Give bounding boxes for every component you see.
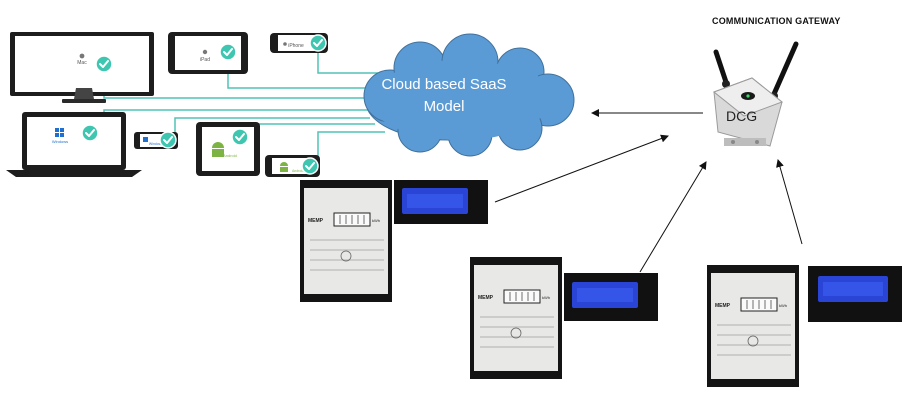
- connector-ipad: [227, 52, 370, 89]
- antenna-right: [771, 41, 799, 97]
- windows-logo-icon: [143, 137, 148, 142]
- arrow-meter1-to-gateway: [494, 134, 669, 203]
- check-icon: [231, 128, 249, 146]
- lcd-display-2: [564, 273, 658, 321]
- meter-unit-label: kWh: [542, 295, 550, 300]
- android-logo-icon: [212, 142, 224, 157]
- connector-android-tablet: [240, 123, 375, 138]
- meter-unit-label: kWh: [372, 218, 380, 223]
- apple-logo-icon: [202, 49, 208, 55]
- windows-phone: Windows: [134, 131, 178, 149]
- antenna-left: [713, 49, 729, 85]
- check-icon: [81, 124, 99, 142]
- android-tablet: Android: [196, 122, 260, 176]
- windows-laptop-label: Windows: [52, 139, 68, 144]
- gateway-label: DCG: [726, 108, 758, 124]
- check-icon: [309, 34, 327, 52]
- data-flow-arrows: [494, 109, 803, 273]
- windows-logo-icon: [55, 128, 64, 137]
- iphone-device: iPhone: [270, 33, 328, 53]
- gateway-title: COMMUNICATION GATEWAY: [712, 16, 841, 26]
- android-logo-icon: [280, 162, 288, 172]
- meter-unit-2: MEMP kWh: [470, 257, 562, 379]
- iphone-label: iPhone: [288, 43, 304, 49]
- check-icon: [95, 55, 113, 73]
- android-phone-label: Android: [292, 169, 304, 173]
- cloud-label-line2: Model: [423, 98, 465, 115]
- ipad-label: iPad: [200, 57, 210, 63]
- check-icon: [301, 157, 319, 175]
- mac-label: Mac: [77, 60, 87, 66]
- check-icon: [159, 131, 177, 149]
- meter-brand: MEMP: [715, 303, 731, 309]
- meter-unit-label: kWh: [779, 303, 787, 308]
- lcd-display-3: [808, 266, 902, 322]
- meter-unit-1: MEMP kWh: [300, 180, 392, 302]
- android-tablet-label: Android: [223, 153, 237, 158]
- arrow-meter2-to-gateway: [639, 161, 707, 273]
- cloud-label: Cloud based SaaS Model: [376, 74, 512, 118]
- meter-unit-3: MEMP kWh: [707, 265, 799, 387]
- check-icon: [219, 43, 237, 61]
- arrow-meter3-to-gateway: [776, 159, 803, 245]
- cloud-label-line1: Cloud based SaaS: [381, 76, 507, 93]
- android-phone: Android: [265, 155, 320, 177]
- lcd-display-1: [394, 180, 488, 224]
- apple-logo-icon: [79, 53, 85, 59]
- meter-brand: MEMP: [308, 218, 324, 224]
- windows-phone-label: Windows: [149, 142, 163, 146]
- mac-monitor: Mac: [10, 32, 154, 103]
- meter-brand: MEMP: [478, 295, 494, 301]
- apple-logo-icon: [283, 42, 287, 46]
- ipad-device: iPad: [168, 32, 248, 74]
- windows-laptop: Windows: [6, 112, 142, 177]
- connector-android-phone: [310, 131, 385, 167]
- gateway-device: [712, 41, 799, 147]
